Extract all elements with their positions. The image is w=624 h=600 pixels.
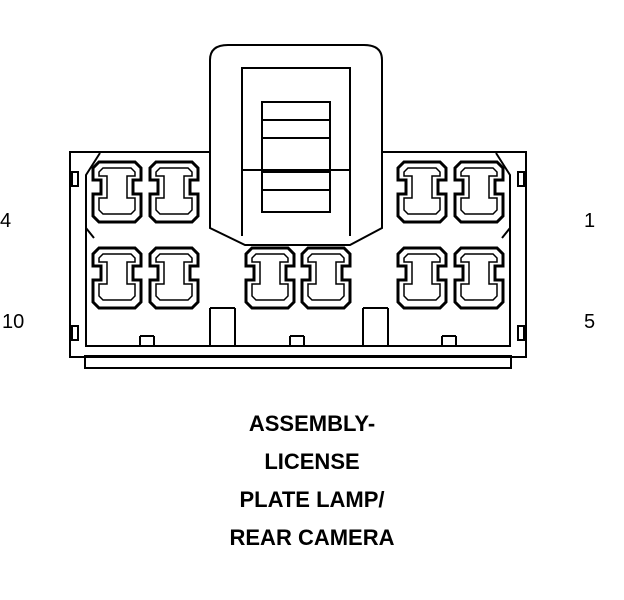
terminal-cavity-outer <box>453 160 505 224</box>
terminal-cavity <box>300 246 352 310</box>
pin-label-top-right: 1 <box>584 210 596 232</box>
terminal-cavity <box>91 246 143 310</box>
terminal-cavity-inner <box>460 167 498 215</box>
terminal-cavity-outer <box>300 246 352 310</box>
housing-notch <box>71 171 79 187</box>
terminal-cavity <box>148 246 200 310</box>
terminal-cavity-outer <box>244 246 296 310</box>
terminal-cavity-inner <box>98 167 136 215</box>
terminal-cavity <box>91 160 143 224</box>
terminal-cavity <box>396 246 448 310</box>
terminal-cavity-inner <box>155 167 193 215</box>
terminal-cavity-inner <box>155 253 193 301</box>
pin-label-bottom-right: 5 <box>584 311 596 333</box>
latch-tower-outer <box>209 44 383 246</box>
terminal-cavity-outer <box>453 246 505 310</box>
terminal-cavity-inner <box>403 253 441 301</box>
terminal-cavity-outer <box>396 246 448 310</box>
terminal-cavity <box>453 160 505 224</box>
connector-cavity <box>85 152 511 347</box>
housing-notch <box>71 325 79 341</box>
terminal-cavity-outer <box>396 160 448 224</box>
terminal-cavity <box>453 246 505 310</box>
terminal-cavity-inner <box>98 253 136 301</box>
housing-notch <box>517 171 525 187</box>
terminal-cavity <box>396 160 448 224</box>
latch-window <box>261 101 331 213</box>
terminal-cavity-inner <box>403 167 441 215</box>
terminal-cavity-outer <box>91 246 143 310</box>
terminal-cavity-outer <box>91 160 143 224</box>
terminal-cavity <box>148 160 200 224</box>
terminal-cavity-inner <box>307 253 345 301</box>
terminal-cavity-inner <box>251 253 289 301</box>
housing-notch <box>517 325 525 341</box>
terminal-cavity-inner <box>460 253 498 301</box>
terminal-cavity <box>244 246 296 310</box>
caption-line: ASSEMBLY- <box>248 411 376 436</box>
caption-line: REAR CAMERA <box>229 525 395 550</box>
terminal-cavity-outer <box>148 246 200 310</box>
caption-line: PLATE LAMP/ <box>239 487 385 512</box>
pin-label-top-left: 4 <box>0 210 12 232</box>
caption-line: LICENSE <box>264 449 360 474</box>
connector-caption: ASSEMBLY- LICENSE PLATE LAMP/ REAR CAMER… <box>0 405 624 557</box>
latch-tower-inner <box>241 67 351 236</box>
terminal-cavity-outer <box>148 160 200 224</box>
pin-label-bottom-left: 10 <box>2 311 25 333</box>
